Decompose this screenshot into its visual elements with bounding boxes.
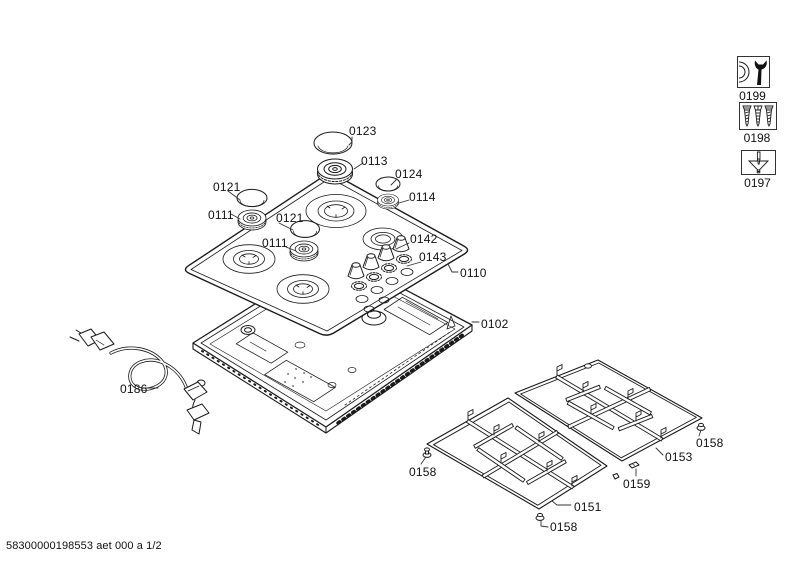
tray-vent-slots bbox=[336, 332, 466, 425]
tray-dots bbox=[284, 368, 312, 387]
legend-label: 0199 bbox=[739, 89, 766, 103]
control-knobs bbox=[347, 235, 410, 280]
callout-0111-2: 0111 bbox=[262, 236, 288, 250]
callout-0111-1: 0111 bbox=[208, 208, 234, 222]
knob bbox=[347, 262, 365, 280]
pan-support-right bbox=[514, 359, 703, 462]
callout-0158-bottom: 0158 bbox=[550, 520, 578, 534]
callout-0151: 0151 bbox=[574, 500, 602, 514]
tray-spout bbox=[446, 315, 456, 330]
callout-0142: 0142 bbox=[410, 232, 438, 246]
knob-bezels bbox=[351, 254, 412, 291]
burner-cap-0123 bbox=[313, 131, 353, 155]
rubber-foot-bottom bbox=[535, 512, 545, 521]
wrench-burner-icon bbox=[737, 56, 770, 88]
base-tray bbox=[192, 252, 473, 434]
injector-nozzle-icon bbox=[741, 150, 776, 175]
rubber-foot-left bbox=[422, 447, 432, 458]
glass-burner-marking-wok bbox=[305, 194, 367, 228]
callout-0143: 0143 bbox=[419, 250, 447, 264]
legend-item-0197: 0197 bbox=[741, 150, 776, 190]
knob bbox=[377, 244, 395, 262]
burner-cap-0124 bbox=[375, 176, 401, 192]
callout-0114: 0114 bbox=[409, 190, 436, 204]
glass-knob-holes bbox=[355, 268, 414, 313]
legend-label: 0198 bbox=[743, 131, 771, 145]
document-id: 58300000198553 aet 000 a 1/2 bbox=[6, 540, 162, 552]
callout-0123: 0123 bbox=[349, 124, 377, 138]
knob bbox=[362, 253, 380, 271]
grate-fingers bbox=[467, 409, 578, 487]
callout-0102: 0102 bbox=[481, 317, 509, 331]
callout-0110: 0110 bbox=[460, 266, 487, 280]
glass-panel bbox=[184, 173, 469, 336]
grate-fingers bbox=[556, 364, 667, 439]
tray-box-right bbox=[383, 296, 449, 336]
rubber-foot-right bbox=[696, 422, 706, 431]
callout-0113: 0113 bbox=[361, 154, 388, 168]
power-cord bbox=[69, 328, 210, 435]
tray-screw-row bbox=[201, 350, 321, 427]
glass-burner-marking-front bbox=[276, 274, 330, 304]
legend-item-0199: 0199 bbox=[737, 56, 770, 103]
leader-lines bbox=[142, 136, 702, 528]
fixing-clip-0159 bbox=[612, 461, 640, 480]
legend-label: 0197 bbox=[744, 176, 771, 190]
callout-0153: 0153 bbox=[665, 450, 693, 464]
burner-0114 bbox=[377, 193, 399, 210]
callout-0186: 0186 bbox=[120, 382, 148, 396]
legend-item-0198: 0198 bbox=[739, 102, 777, 145]
callout-0158-right: 0158 bbox=[696, 436, 724, 450]
tray-grommet bbox=[240, 325, 256, 335]
burner-0111-front bbox=[289, 240, 319, 262]
burner-cap-0121-left bbox=[236, 188, 268, 208]
callout-0124: 0124 bbox=[395, 167, 423, 181]
screws-icon bbox=[739, 102, 777, 130]
callout-0121-1: 0121 bbox=[213, 180, 241, 194]
callout-0158-left: 0158 bbox=[409, 465, 437, 479]
glass-burner-marking-left bbox=[222, 244, 276, 274]
burner-0113 bbox=[317, 158, 353, 185]
tray-box-left bbox=[235, 332, 289, 364]
callout-0121-2: 0121 bbox=[276, 211, 304, 225]
rubber-foot bbox=[584, 363, 592, 369]
tray-box-front bbox=[264, 359, 336, 403]
pan-support-left bbox=[426, 397, 608, 510]
callout-0159: 0159 bbox=[623, 477, 651, 491]
cord-connector bbox=[183, 381, 208, 401]
burner-0111-left bbox=[237, 209, 267, 231]
